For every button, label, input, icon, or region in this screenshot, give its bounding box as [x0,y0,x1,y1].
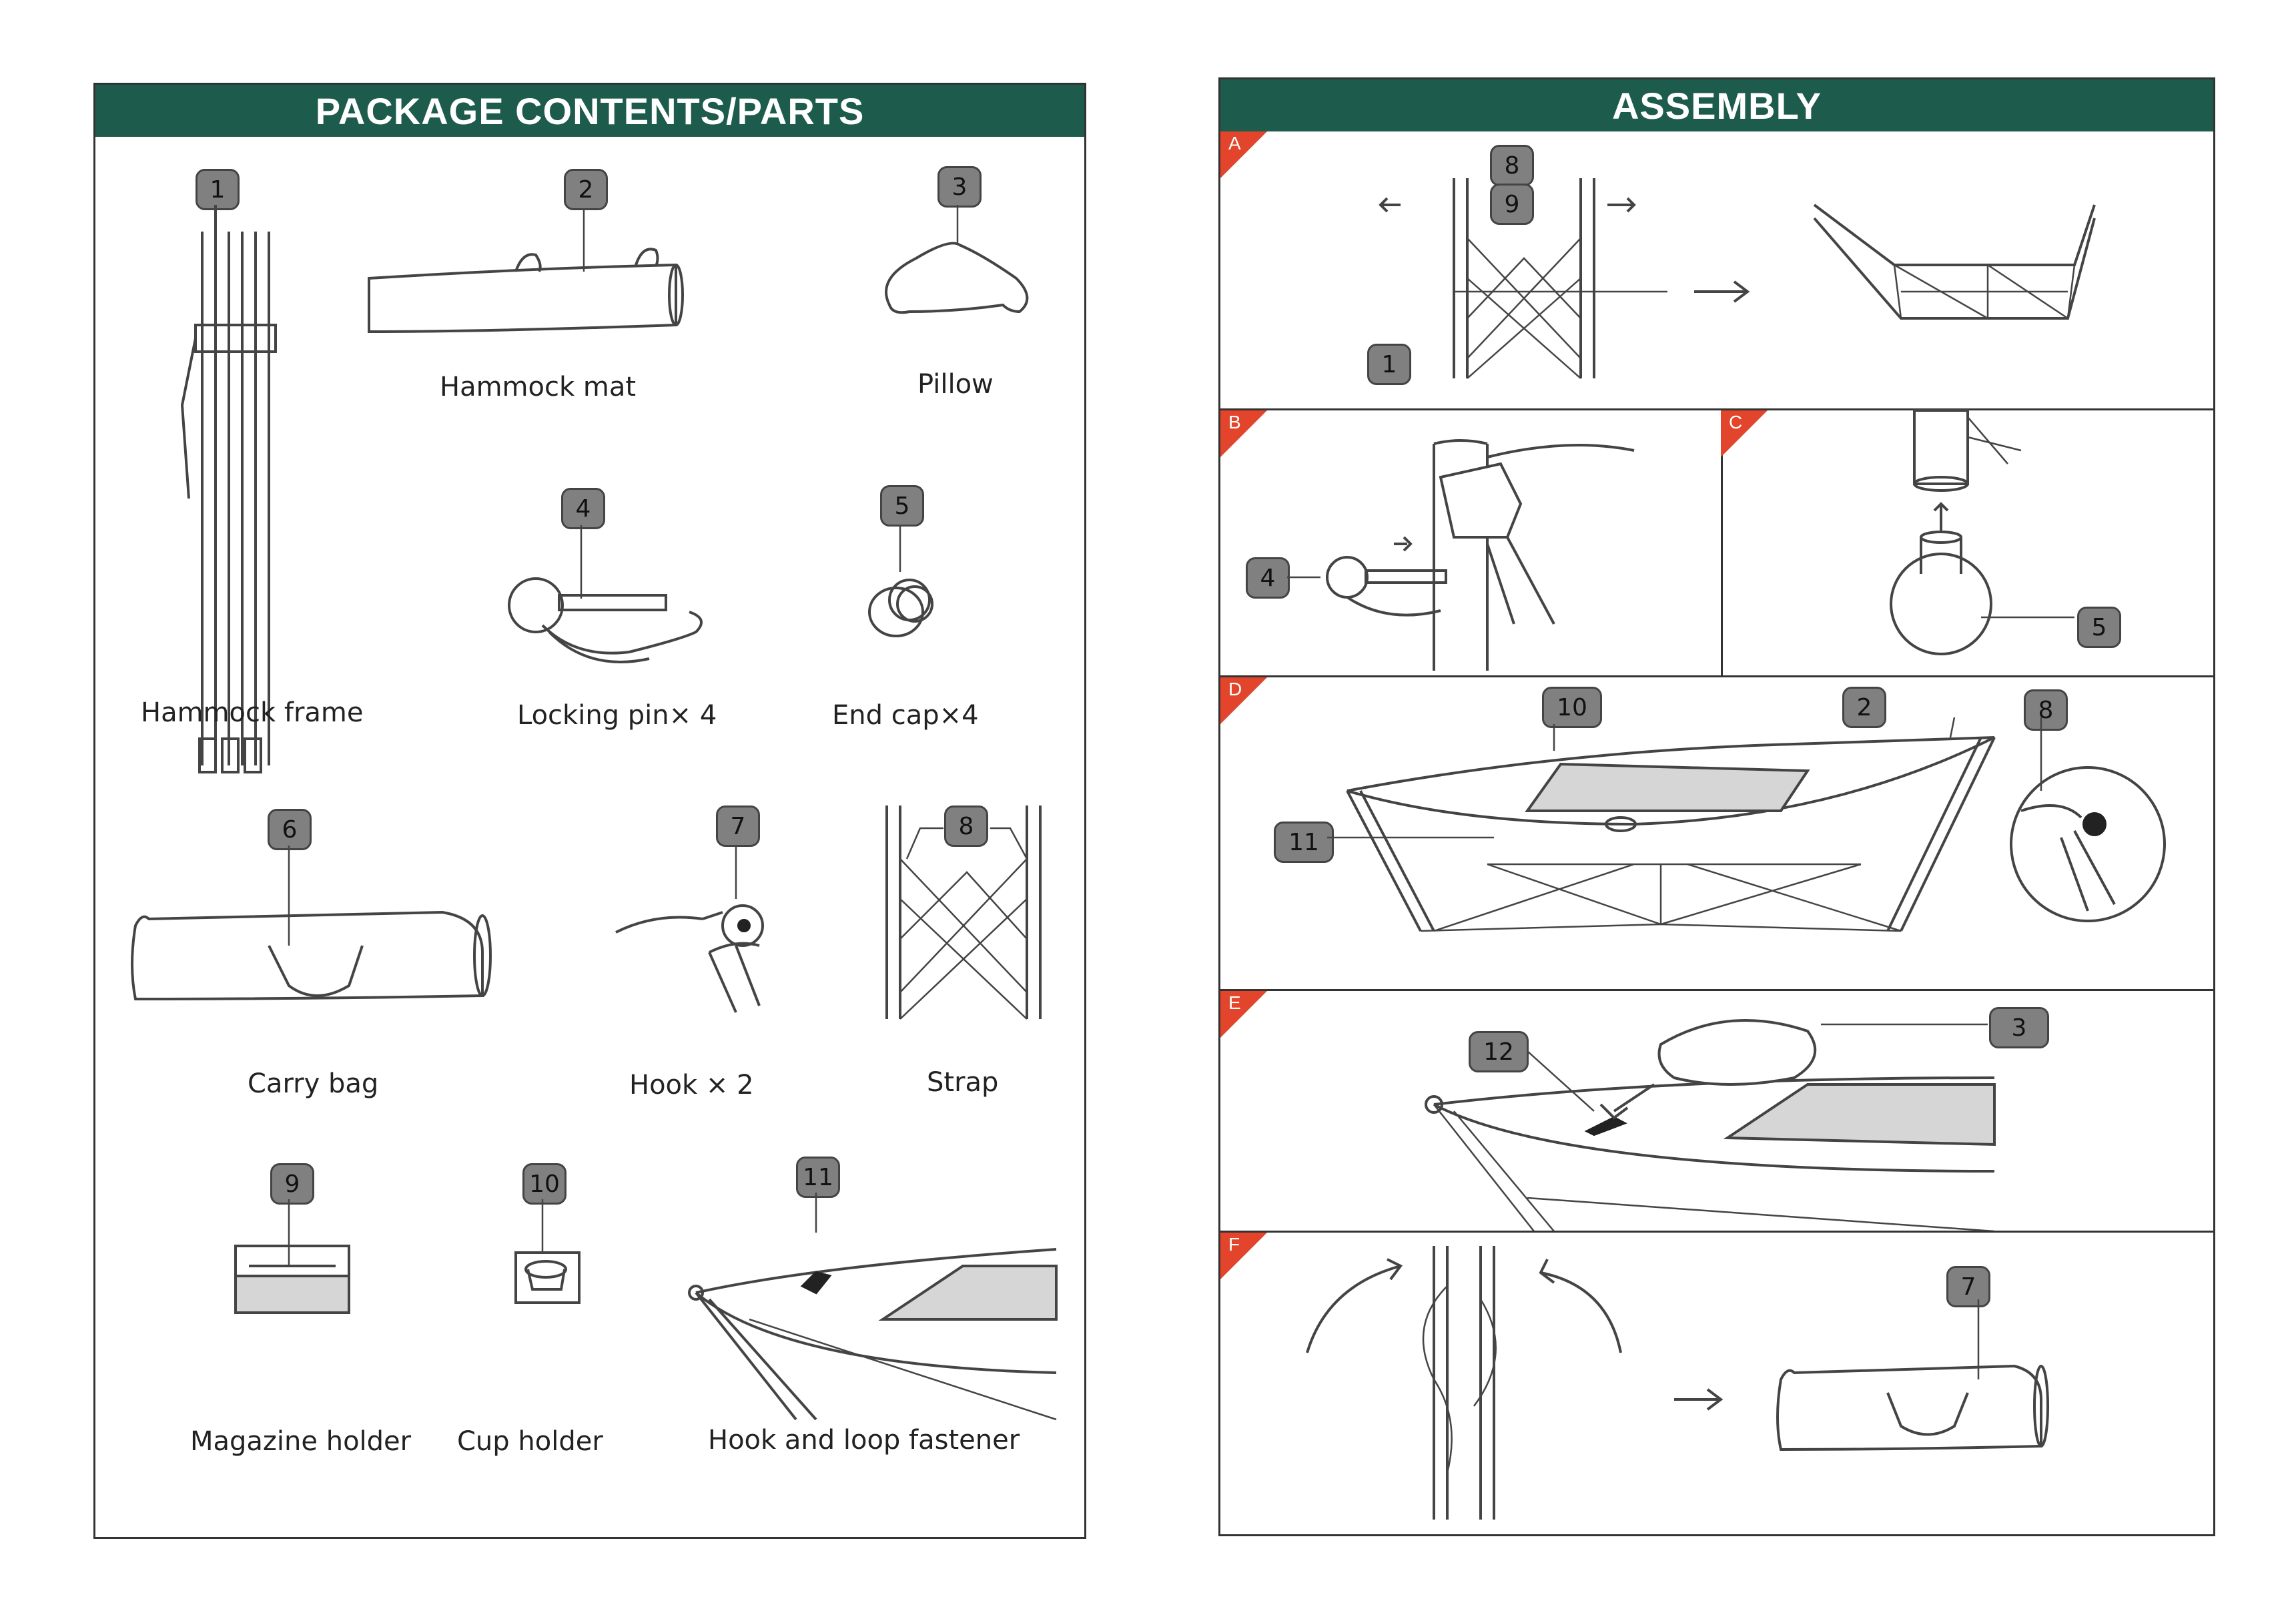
part-label: Hammock mat [440,372,637,402]
part-number-badge: 5 [880,485,924,527]
callout-badge: 5 [2077,607,2121,648]
step-corner-marker [1220,991,1267,1038]
step-corner-marker [1220,677,1267,724]
step-letter: A [1228,133,1241,153]
part-number-badge: 8 [944,805,988,847]
callout-badge: 7 [1946,1266,1990,1307]
step-d: D 10 2 8 11 [1220,675,2213,991]
part-number-badge: 1 [196,169,240,210]
pillow-illustration [885,205,1029,314]
callout-badge: 8 [1490,145,1534,186]
hammock-mat-illustration [368,208,684,334]
part-label: Pillow [917,369,994,400]
part-label: Hook and loop fastener [708,1425,1020,1456]
end-cap-illustration [868,525,933,637]
step-corner-marker [1721,410,1768,457]
step-letter: F [1228,1234,1240,1255]
end-cap-attach-illustration [1890,409,2074,655]
package-contents-title: PACKAGE CONTENTS/PARTS [95,85,1084,137]
step-b: B 4 [1220,408,1723,677]
strap-illustration [885,805,1042,1020]
part-number-badge: 9 [270,1163,314,1205]
step-a: A 8 9 1 [1220,131,2213,408]
part-label: Magazine holder [190,1426,412,1457]
fold-and-pack-illustration [1306,1246,2049,1520]
step-e: E 12 3 [1220,989,2213,1233]
step-corner-marker [1220,131,1267,178]
part-number-badge: 3 [937,166,982,208]
part-number-badge: 11 [796,1157,840,1198]
callout-badge: 9 [1490,184,1534,225]
part-label: Hammock frame [141,697,364,728]
hammock-frame-illustration [180,205,277,773]
magazine-holder-illustration [234,1199,350,1314]
step-letter: B [1228,412,1241,432]
step-letter: E [1228,992,1241,1013]
part-number-badge: 7 [716,805,760,847]
part-label: Carry bag [248,1068,379,1099]
step-f: F 7 [1220,1231,2213,1534]
step-c: C 5 [1721,408,2213,677]
part-number-badge: 4 [561,488,605,529]
callout-badge: 10 [1542,687,1602,728]
callout-badge: 8 [2024,689,2068,731]
part-label: Locking pin× 4 [517,700,717,731]
part-label: Strap [927,1067,999,1098]
assembly-panel: ASSEMBLY A 8 9 1 B 4 [1218,77,2215,1536]
locking-pin-insert-illustration [1287,439,1635,671]
part-label: End cap×4 [832,700,979,731]
part-label: Hook × 2 [629,1070,754,1100]
step-corner-marker [1220,410,1267,457]
hook-and-loop-illustration [688,1193,1058,1421]
step-corner-marker [1220,1233,1267,1279]
callout-badge: 3 [1989,1007,2049,1048]
locking-pin-illustration [508,525,703,663]
cup-holder-illustration [514,1199,581,1304]
frame-expand-illustration [1379,178,2096,379]
carry-bag-illustration [131,846,492,1001]
callout-badge: 12 [1469,1031,1529,1072]
callout-badge: 11 [1274,822,1334,863]
assembly-title: ASSEMBLY [1220,79,2213,131]
step-letter: C [1729,412,1743,432]
part-number-badge: 10 [522,1163,566,1205]
callout-badge: 4 [1246,557,1290,599]
step-letter: D [1228,679,1242,699]
pillow-attach-illustration [1425,1019,1996,1233]
part-label: Cup holder [457,1426,603,1457]
hook-illustration [615,846,764,1013]
part-number-badge: 6 [268,809,312,850]
part-number-badge: 2 [564,169,608,210]
package-contents-panel: PACKAGE CONTENTS/PARTS 1 Hammock frame 2… [93,83,1086,1539]
mat-attach-illustration [1327,717,2166,932]
callout-badge: 2 [1842,687,1886,728]
callout-badge: 1 [1367,344,1411,385]
